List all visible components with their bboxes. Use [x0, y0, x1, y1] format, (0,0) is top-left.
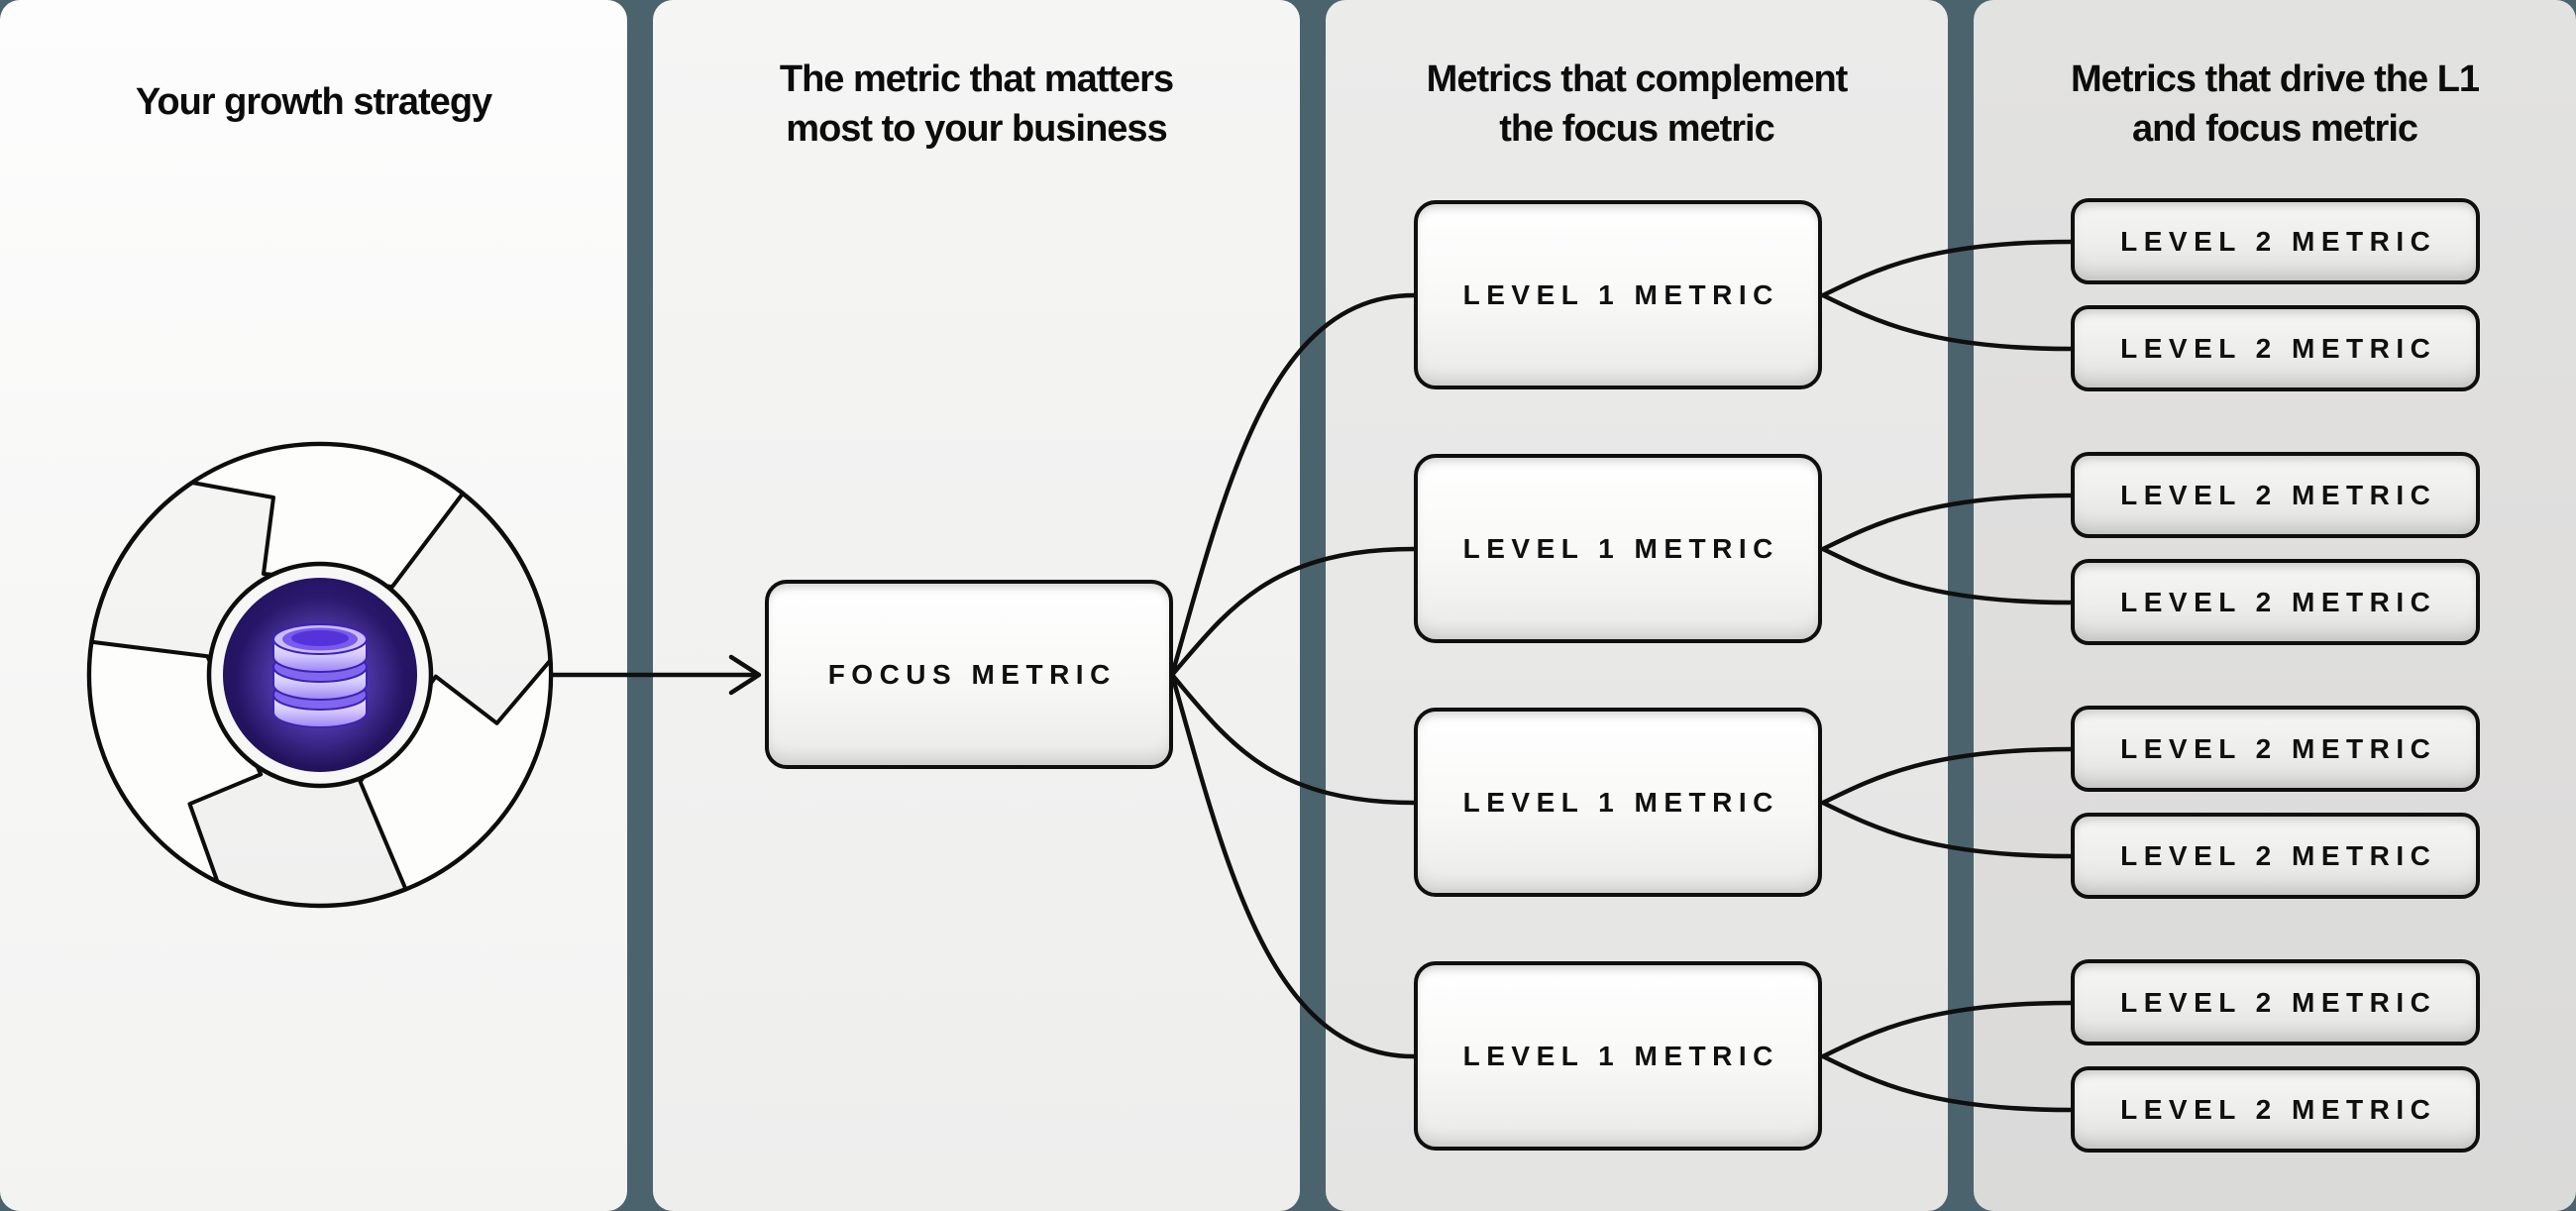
level1-metric-node: LEVEL 1 METRIC: [1414, 961, 1822, 1151]
level2-metric-node: LEVEL 2 METRIC: [2071, 813, 2480, 899]
level2-metric-node: LEVEL 2 METRIC: [2071, 706, 2480, 792]
panel-title-line: and focus metric: [2131, 108, 2418, 150]
level1-metric-node: LEVEL 1 METRIC: [1414, 454, 1822, 643]
level1-metric-label: LEVEL 1 METRIC: [1462, 786, 1779, 818]
flywheel-icon: [86, 441, 554, 909]
focus-metric-label: FOCUS METRIC: [827, 658, 1117, 690]
level2-metric-label: LEVEL 2 METRIC: [2120, 332, 2437, 364]
level2-metric-label: LEVEL 2 METRIC: [2120, 586, 2437, 617]
level1-metric-node: LEVEL 1 METRIC: [1414, 708, 1822, 897]
level1-metric-label: LEVEL 1 METRIC: [1462, 1040, 1779, 1071]
level2-metric-node: LEVEL 2 METRIC: [2071, 559, 2480, 645]
panel-title: Your growth strategy: [0, 77, 627, 127]
level2-metric-node: LEVEL 2 METRIC: [2071, 198, 2480, 284]
level1-metric-label: LEVEL 1 METRIC: [1462, 532, 1779, 564]
level2-metric-node: LEVEL 2 METRIC: [2071, 305, 2480, 391]
level1-metric-label: LEVEL 1 METRIC: [1462, 278, 1779, 310]
panel-title-line: most to your business: [786, 108, 1167, 150]
panel-title: The metric that matters most to your bus…: [653, 55, 1300, 154]
level1-metric-node: LEVEL 1 METRIC: [1414, 200, 1822, 389]
level2-metric-label: LEVEL 2 METRIC: [2120, 225, 2437, 257]
level2-metric-label: LEVEL 2 METRIC: [2120, 1093, 2437, 1125]
level2-metric-node: LEVEL 2 METRIC: [2071, 452, 2480, 538]
panel-title-line: Metrics that drive the L1: [2070, 58, 2480, 100]
database-icon: [235, 598, 405, 768]
level2-metric-node: LEVEL 2 METRIC: [2071, 959, 2480, 1046]
level2-metric-label: LEVEL 2 METRIC: [2120, 986, 2437, 1018]
level2-metric-label: LEVEL 2 METRIC: [2120, 479, 2437, 510]
level2-metric-node: LEVEL 2 METRIC: [2071, 1066, 2480, 1153]
focus-metric-node: FOCUS METRIC: [765, 580, 1173, 769]
level2-metric-label: LEVEL 2 METRIC: [2120, 732, 2437, 764]
level2-metric-label: LEVEL 2 METRIC: [2120, 839, 2437, 871]
panel-title-line: Your growth strategy: [135, 81, 492, 123]
panel-title-line: Metrics that complement: [1426, 58, 1849, 100]
panel-title: Metrics that complement the focus metric: [1326, 55, 1948, 154]
panel-title-line: The metric that matters: [779, 58, 1174, 100]
panel-title: Metrics that drive the L1 and focus metr…: [1974, 55, 2576, 154]
panel-title-line: the focus metric: [1499, 108, 1775, 150]
